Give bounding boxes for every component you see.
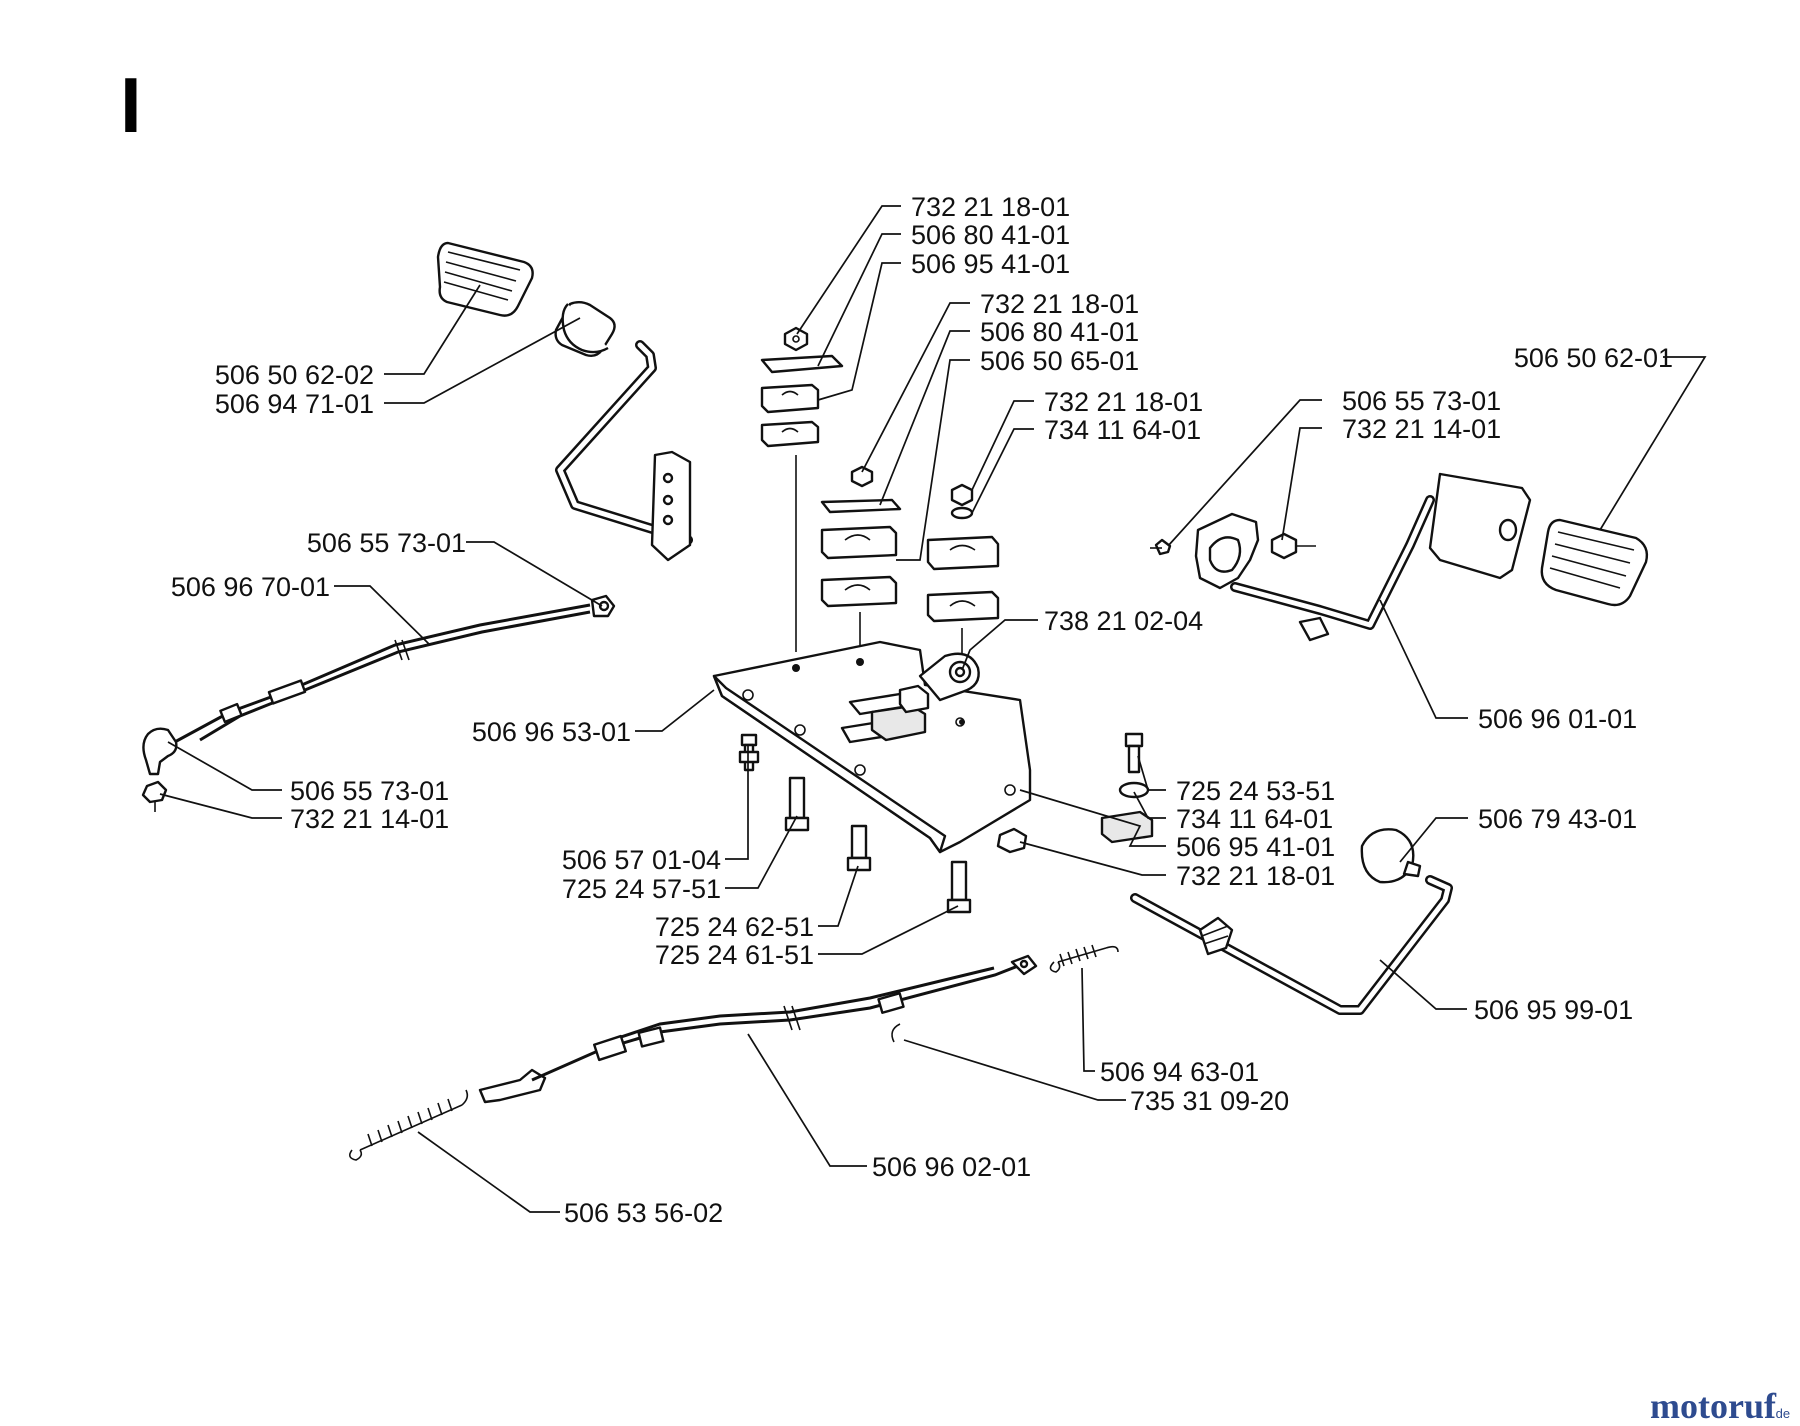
upper-block-stack-2 [820,465,902,660]
leader-lines [159,205,1707,1213]
callout-label: 506 96 02-01 [872,1152,1031,1182]
callout-label: 506 80 41-01 [911,220,1070,250]
springs [348,944,1119,1161]
upper-block-stack-3 [926,483,1000,720]
watermark-logo: motoruf .de [1650,1386,1790,1426]
callout-label: 725 24 61-51 [655,940,814,970]
plate-screws [738,733,972,914]
shift-lever [1130,828,1453,1015]
watermark-suffix: .de [1772,1406,1790,1421]
callout-label: 732 21 18-01 [980,289,1139,319]
callout-label: 506 95 99-01 [1474,995,1633,1025]
callout-label: 506 50 65-01 [980,346,1139,376]
callout-label: 506 55 73-01 [290,776,449,806]
right-pedal-bracket [1150,512,1316,590]
callout-label: 506 80 41-01 [980,317,1139,347]
callout-label: 725 24 57-51 [562,874,721,904]
right-pedal-arm [1230,472,1532,642]
callout-label: 732 21 18-01 [911,192,1070,222]
callout-label: 506 96 70-01 [171,572,330,602]
callout-label: 732 21 14-01 [290,804,449,834]
callout-label: 725 24 53-51 [1176,776,1335,806]
right-pedal-pad [1540,518,1649,607]
callout-labels: 732 21 18-01 506 80 41-01 506 95 41-01 7… [171,192,1673,1228]
lower-cable [478,954,1038,1104]
callout-label: 506 55 73-01 [307,528,466,558]
callout-label: 738 21 02-04 [1044,606,1203,636]
callout-label: 506 95 41-01 [1176,832,1335,862]
base-plate [712,640,1032,854]
left-ball-joint [141,727,178,812]
callout-label: 732 21 18-01 [1044,387,1203,417]
callout-label: 735 31 09-20 [1130,1086,1289,1116]
callout-label: 506 94 63-01 [1100,1057,1259,1087]
left-pedal-arm [554,301,693,562]
watermark-brand: motoruf [1650,1386,1777,1426]
callout-label: 725 24 62-51 [655,912,814,942]
left-cable [159,594,616,752]
callout-label: 506 57 01-04 [562,845,721,875]
callout-label: 506 50 62-02 [215,360,374,390]
callout-label: 506 53 56-02 [564,1198,723,1228]
callout-label: 506 95 41-01 [911,249,1070,279]
callout-label: 506 96 01-01 [1478,704,1637,734]
callout-label: 732 21 18-01 [1176,861,1335,891]
callout-label: 734 11 64-01 [1176,804,1333,834]
switch-bracket-parts [996,732,1154,854]
callout-label: 506 79 43-01 [1478,804,1637,834]
callout-label: 506 55 73-01 [1342,386,1501,416]
left-pedal-pad [436,241,534,317]
callout-label: 506 96 53-01 [472,717,631,747]
callout-label: 506 94 71-01 [215,389,374,419]
callout-label: 734 11 64-01 [1044,415,1201,445]
callout-label: 506 50 62-01 [1514,343,1673,373]
exploded-drawing [141,241,1649,1161]
sheet-letter: I [120,61,142,149]
callout-label: 732 21 14-01 [1342,414,1501,444]
upper-block-stack-1 [760,326,844,652]
